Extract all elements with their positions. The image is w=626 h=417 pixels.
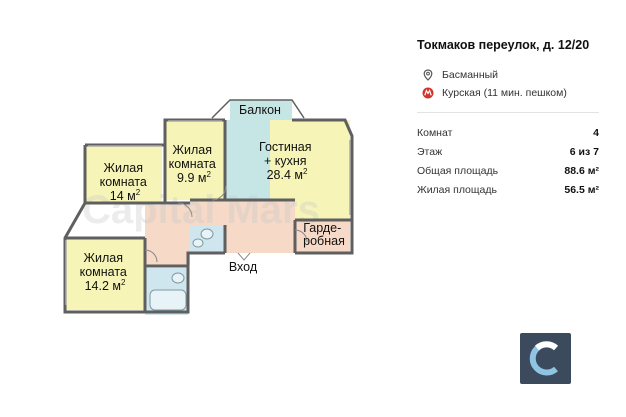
room-area: 9.9 м bbox=[177, 171, 206, 185]
stat-label: Общая площадь bbox=[417, 164, 499, 177]
room-line1: Жилая bbox=[103, 161, 143, 175]
stat-value: 88.6 м² bbox=[564, 164, 599, 177]
stat-label: Комнат bbox=[417, 126, 453, 139]
walls bbox=[63, 118, 354, 314]
stat-value: 4 bbox=[593, 126, 599, 139]
room-area-sup: 2 bbox=[303, 167, 308, 176]
room-line2: комната bbox=[100, 175, 147, 189]
entrance-arrow-icon bbox=[237, 252, 251, 261]
listing-title: Токмаков переулок, д. 12/20 bbox=[417, 38, 590, 52]
wc-sink-icon bbox=[192, 238, 204, 248]
room-area: 14 м bbox=[110, 189, 136, 203]
metro-icon bbox=[422, 87, 434, 99]
room-area: 28.4 м bbox=[267, 168, 303, 182]
room-fill-14-2 bbox=[65, 238, 145, 310]
district-row: Басманный bbox=[417, 66, 599, 84]
room-label-living-kitchen: Гостиная + кухня 28.4 м2 bbox=[259, 140, 315, 182]
room-area-sup: 2 bbox=[207, 170, 212, 179]
metro-row: Курская (11 мин. пешком) bbox=[417, 84, 599, 102]
entrance-label: Вход bbox=[229, 260, 258, 274]
room-area: 14.2 м bbox=[85, 279, 121, 293]
stat-floor: Этаж 6 из 7 bbox=[417, 142, 599, 161]
room-line1: Жилая bbox=[172, 143, 212, 157]
room-label-14-2: Жилая комната 14.2 м2 bbox=[80, 251, 131, 293]
room-line2: + кухня bbox=[264, 154, 307, 168]
balcony-frame bbox=[211, 99, 305, 119]
balcony-fill bbox=[230, 100, 292, 120]
stat-value: 56.5 м² bbox=[564, 183, 599, 196]
stat-living-area: Жилая площадь 56.5 м² bbox=[417, 180, 599, 199]
room-fill-living-blue bbox=[225, 120, 270, 200]
watermark: Capital Mars bbox=[82, 188, 320, 232]
location-pin-icon bbox=[423, 69, 433, 81]
windows bbox=[65, 120, 351, 305]
room-label-9-9: Жилая комната 9.9 м2 bbox=[169, 143, 220, 185]
room-label-wardrobe: Гарде- робная bbox=[303, 221, 345, 248]
room-line2: робная bbox=[303, 234, 345, 248]
stat-rooms: Комнат 4 bbox=[417, 123, 599, 142]
room-area-sup: 2 bbox=[121, 278, 126, 287]
room-line1: Гостиная bbox=[259, 140, 311, 154]
listing-info: Токмаков переулок, д. 12/20 Басманный Ку… bbox=[417, 38, 599, 199]
stat-label: Этаж bbox=[417, 145, 443, 158]
room-line2: комната bbox=[80, 265, 127, 279]
hall-fill-wardrobe bbox=[295, 220, 350, 253]
doors bbox=[144, 185, 308, 263]
floor-plan: Capital Mars Балкон Жилая bbox=[63, 99, 354, 315]
metro-station: Курская (11 мин. пешком) bbox=[442, 87, 567, 99]
room-area-sup: 2 bbox=[136, 188, 141, 197]
logo-c-icon bbox=[529, 341, 559, 376]
room-label-14: Жилая комната 14 м2 bbox=[100, 161, 151, 203]
divider bbox=[417, 112, 599, 113]
bathtub-icon bbox=[149, 289, 187, 311]
balcony-label: Балкон bbox=[239, 103, 281, 117]
room-fill-9-9 bbox=[165, 120, 225, 200]
stat-total-area: Общая площадь 88.6 м² bbox=[417, 161, 599, 180]
stat-value: 6 из 7 bbox=[569, 145, 599, 158]
room-line1: Жилая bbox=[83, 251, 123, 265]
room-fill-14 bbox=[85, 145, 162, 203]
hall-fill-left bbox=[145, 205, 190, 265]
sink-icon bbox=[171, 272, 185, 284]
room-line2: комната bbox=[169, 157, 216, 171]
district-name: Басманный bbox=[442, 69, 499, 81]
stat-label: Жилая площадь bbox=[417, 183, 497, 196]
brand-logo[interactable] bbox=[520, 333, 571, 384]
room-line1: Гарде- bbox=[303, 221, 341, 235]
toilet-icon bbox=[200, 228, 214, 240]
